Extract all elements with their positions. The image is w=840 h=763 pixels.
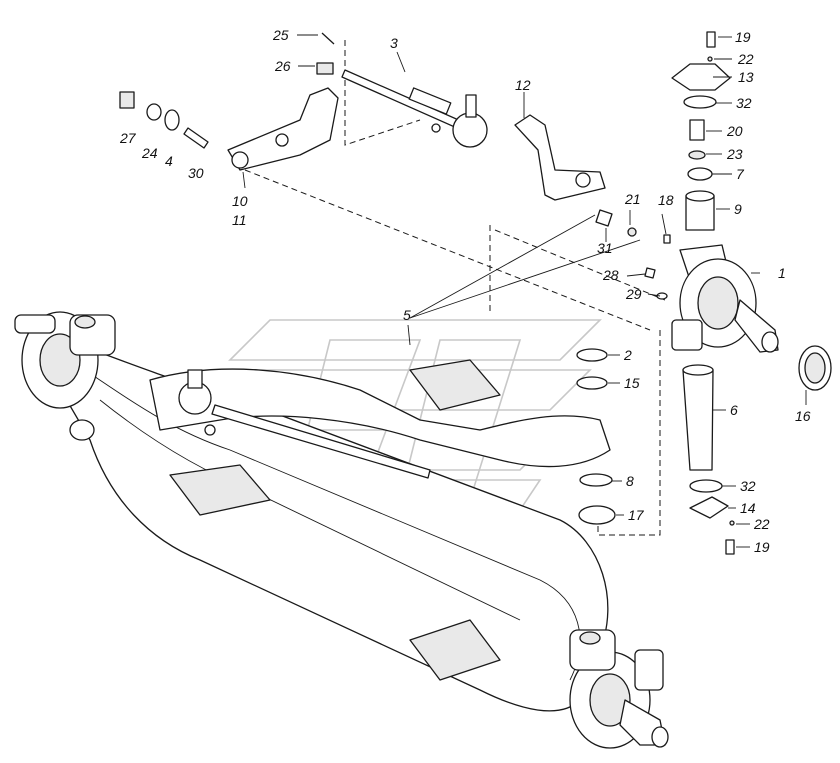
label-10: 10	[232, 193, 248, 209]
label-2: 2	[623, 347, 632, 363]
label-26: 26	[274, 58, 291, 74]
tie-rod-installed	[178, 369, 431, 479]
label-9: 9	[734, 201, 742, 217]
label-16: 16	[795, 408, 811, 424]
label-31: 31	[597, 240, 613, 256]
label-25: 25	[272, 27, 289, 43]
label-19-bottom: 19	[754, 539, 770, 555]
label-14: 14	[740, 500, 756, 516]
knuckle-exploded	[671, 244, 832, 391]
label-21: 21	[624, 191, 641, 207]
front-axle-beam	[39, 329, 611, 712]
label-28: 28	[602, 267, 619, 283]
label-11: 11	[232, 212, 247, 228]
label-7: 7	[736, 166, 745, 182]
steering-arm-left	[227, 87, 339, 171]
bearing-and-washers	[576, 209, 668, 525]
tie-rod-exploded	[341, 69, 488, 148]
label-23: 23	[726, 146, 743, 162]
label-3: 3	[390, 35, 398, 51]
small-hardware	[119, 32, 335, 149]
label-27: 27	[119, 130, 137, 146]
label-12: 12	[515, 77, 531, 93]
right-steering-knuckle-installed	[569, 629, 669, 749]
left-steering-knuckle	[14, 311, 116, 441]
part-number-labels: 25 26 3 27 24 4 30 10 11 12 19 22 13 32 …	[119, 27, 811, 555]
label-29: 29	[625, 286, 642, 302]
label-6: 6	[730, 402, 738, 418]
label-1: 1	[778, 265, 786, 281]
label-5: 5	[403, 307, 411, 323]
leader-lines	[242, 34, 807, 548]
label-4: 4	[165, 153, 173, 169]
label-30: 30	[188, 165, 204, 181]
label-18: 18	[658, 192, 674, 208]
label-17: 17	[628, 507, 645, 523]
label-24: 24	[141, 145, 158, 161]
label-32-bottom: 32	[740, 478, 756, 494]
kingpin-parts	[663, 31, 735, 555]
label-15: 15	[624, 375, 640, 391]
steering-arm-right	[514, 114, 606, 201]
label-32-top: 32	[736, 95, 752, 111]
label-22-top: 22	[737, 51, 754, 67]
label-13: 13	[738, 69, 754, 85]
label-22-bottom: 22	[753, 516, 770, 532]
label-8: 8	[626, 473, 634, 489]
label-19-top: 19	[735, 29, 751, 45]
label-20: 20	[726, 123, 743, 139]
